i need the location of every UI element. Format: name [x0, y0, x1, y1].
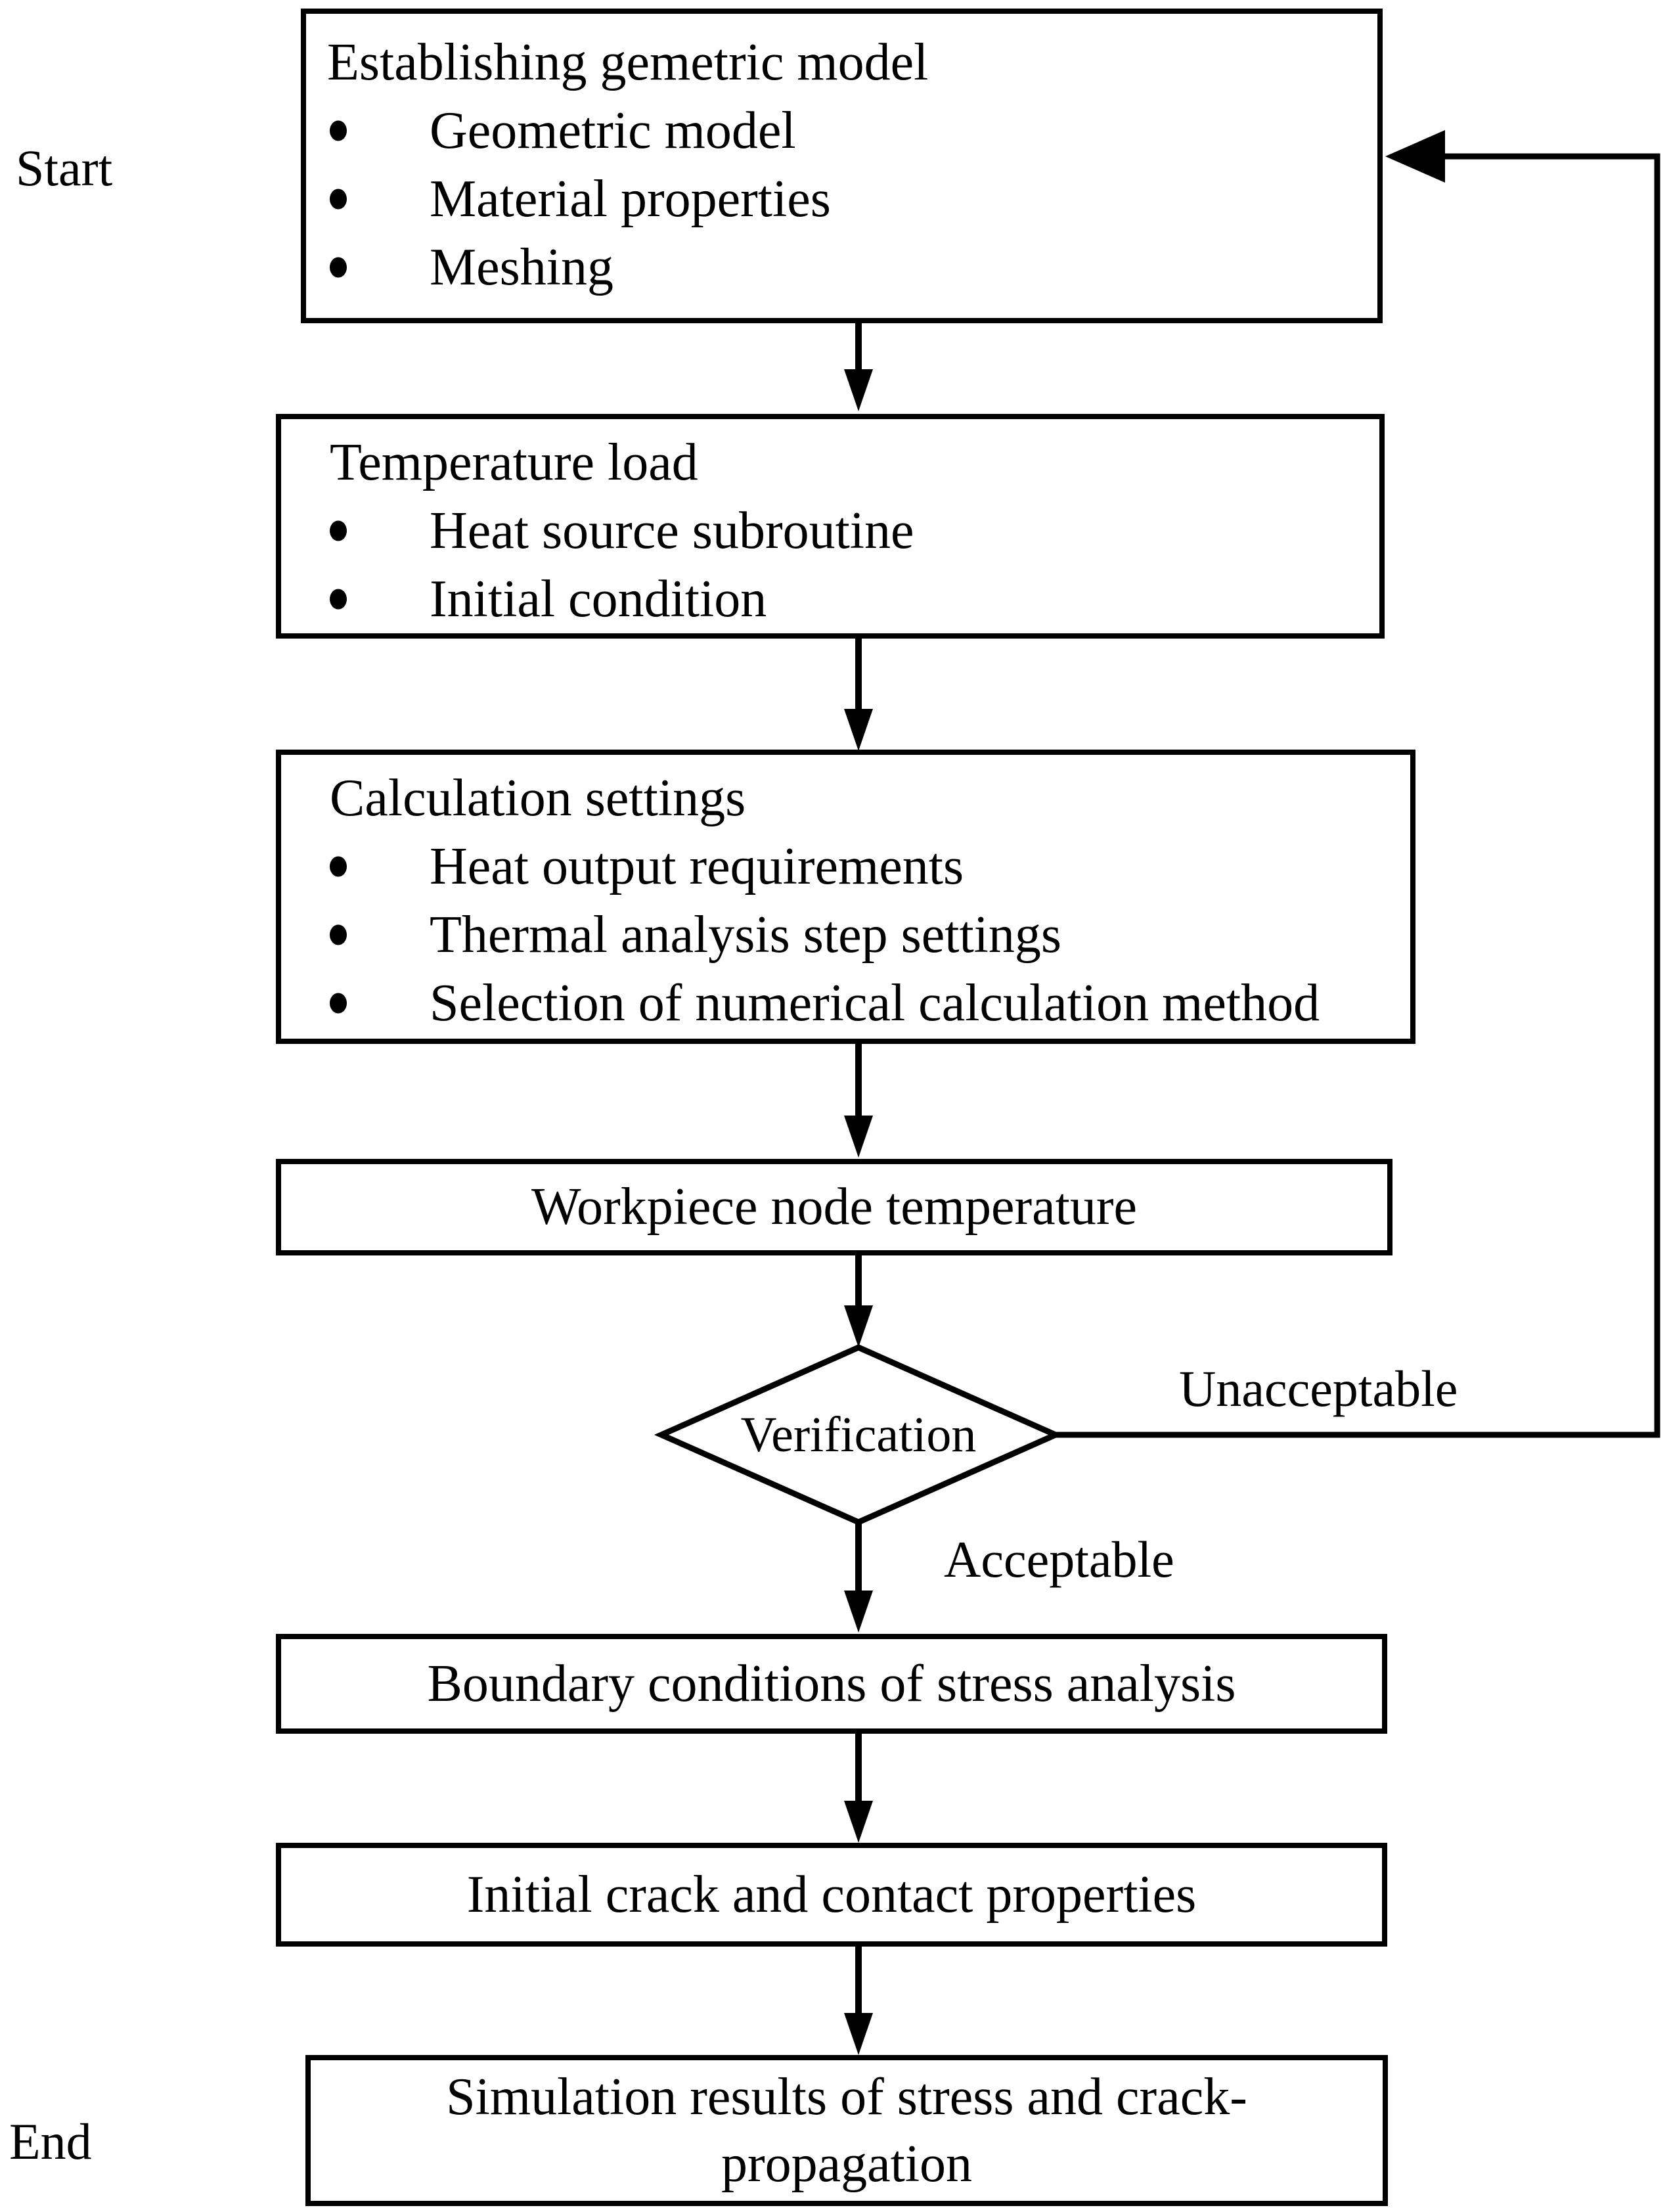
start-label: Start: [16, 139, 113, 196]
bullet-label: Initial condition: [430, 570, 767, 628]
box-title: Establishing gemetric model: [327, 34, 929, 91]
bullet-dot-icon: [330, 189, 347, 210]
arrow-box3-to-box4: [844, 1043, 873, 1158]
feedback-path-unacceptable: [1054, 130, 1660, 1438]
box-title: Workpiece node temperature: [531, 1178, 1137, 1236]
branch-acceptable-label: Acceptable: [944, 1531, 1174, 1588]
arrow-box5-to-box6: [844, 1732, 873, 1843]
arrow-box1-to-box2: [844, 322, 873, 411]
arrow-decision-to-box5: [844, 1521, 873, 1633]
bullet-dot-icon: [330, 856, 347, 877]
bullet-item: Heat output requirements: [281, 832, 1410, 901]
bullet-item: Meshing: [306, 233, 1377, 302]
bullet-label: Heat output requirements: [430, 838, 964, 895]
bullet-label: Meshing: [430, 238, 613, 296]
arrow-box6-to-box7: [844, 1945, 873, 2055]
box-simulation-results: Simulation results of stress and crack- …: [305, 2055, 1388, 2206]
bullet-item: Initial condition: [281, 565, 1379, 633]
bullet-dot-icon: [330, 120, 347, 141]
bullet-label: Geometric model: [430, 102, 796, 160]
box-temperature-load: Temperature load Heat source subroutine …: [276, 414, 1385, 639]
end-label: End: [9, 2113, 92, 2170]
bullet-label: Material properties: [430, 170, 831, 228]
branch-unacceptable-label: Unacceptable: [1179, 1360, 1458, 1417]
box-title-line-2: propagation: [721, 2135, 973, 2193]
box-title: Temperature load: [330, 434, 698, 491]
bullet-item: Thermal analysis step settings: [281, 901, 1410, 969]
bullet-item: Geometric model: [306, 97, 1377, 165]
bullet-label: Selection of numerical calculation metho…: [430, 974, 1320, 1032]
bullet-dot-icon: [330, 993, 347, 1014]
box-workpiece-node-temperature: Workpiece node temperature: [276, 1159, 1392, 1255]
bullet-item: Selection of numerical calculation metho…: [281, 969, 1410, 1037]
decision-verification-label: Verification: [740, 1407, 977, 1462]
bullet-dot-icon: [330, 589, 347, 610]
bullet-item: Heat source subroutine: [281, 497, 1379, 565]
box-establishing-geometric-model: Establishing gemetric model Geometric mo…: [301, 9, 1383, 323]
arrow-box2-to-box3: [844, 637, 873, 751]
box-calculation-settings: Calculation settings Heat output require…: [276, 750, 1415, 1044]
box-title: Boundary conditions of stress analysis: [427, 1654, 1236, 1713]
bullet-dot-icon: [330, 257, 347, 278]
box-initial-crack-contact: Initial crack and contact properties: [276, 1843, 1387, 1947]
bullet-label: Heat source subroutine: [430, 502, 914, 560]
bullet-dot-icon: [330, 520, 347, 541]
arrow-box4-to-decision: [844, 1254, 873, 1347]
box-title: Calculation settings: [330, 769, 746, 827]
bullet-item: Material properties: [306, 165, 1377, 233]
box-boundary-conditions: Boundary conditions of stress analysis: [276, 1634, 1387, 1734]
box-title: Initial crack and contact properties: [466, 1865, 1197, 1924]
box-title-line-1: Simulation results of stress and crack-: [446, 2068, 1247, 2126]
bullet-label: Thermal analysis step settings: [430, 906, 1062, 964]
bullet-dot-icon: [330, 924, 347, 945]
